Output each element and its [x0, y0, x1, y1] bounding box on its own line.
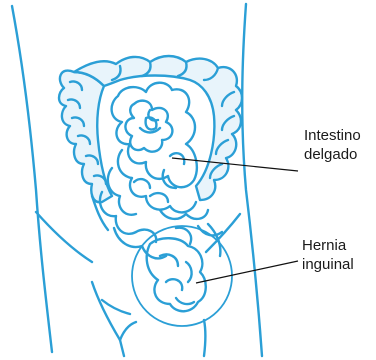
small-intestine-label-line1: Intestino — [304, 126, 361, 145]
inguinal-hernia-label: Hernia inguinal — [302, 236, 354, 274]
hernia-leader-line — [196, 261, 298, 283]
hernia-sac — [147, 224, 221, 311]
inguinal-hernia-label-line2: inguinal — [302, 255, 354, 274]
intestine-leader-line — [172, 158, 298, 171]
inguinal-hernia-label-line1: Hernia — [302, 236, 354, 255]
small-intestine-label: Intestino delgado — [304, 126, 361, 164]
small-intestine-label-line2: delgado — [304, 145, 361, 164]
